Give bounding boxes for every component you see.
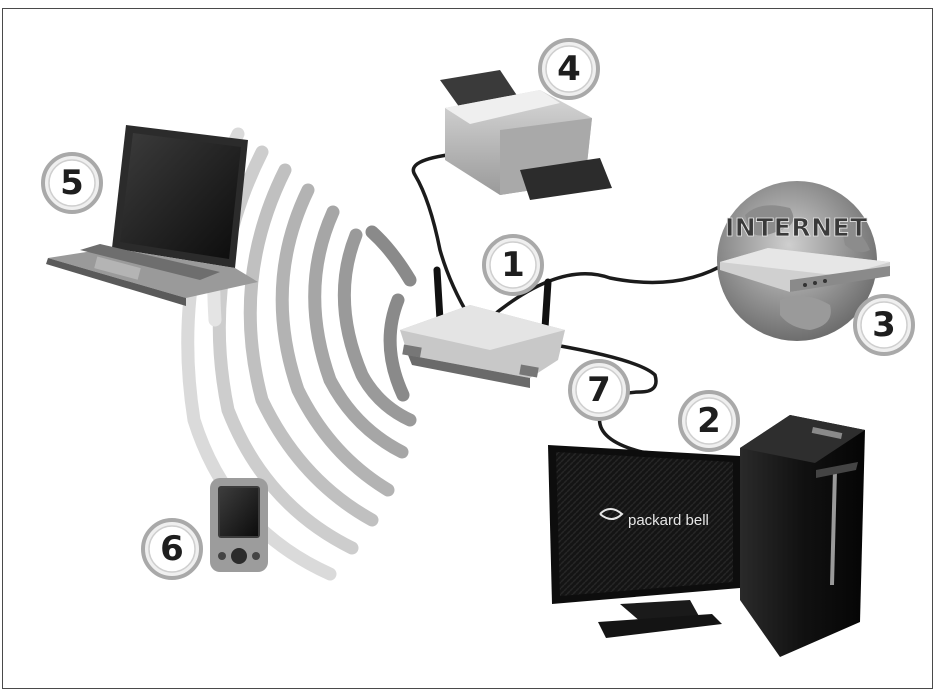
laptop-icon <box>46 125 258 306</box>
monitor-brand-text: packard bell <box>628 512 709 529</box>
label-number-7: 7 <box>587 370 611 410</box>
internet-text: INTERNET <box>725 213 868 242</box>
label-badge-laptop: 5 <box>41 152 103 214</box>
label-number-1: 1 <box>501 245 525 285</box>
label-number-5: 5 <box>60 163 84 203</box>
label-badge-printer: 4 <box>538 38 600 100</box>
label-number-6: 6 <box>160 529 184 569</box>
label-number-3: 3 <box>872 305 896 345</box>
label-badge-desktop-pc: 2 <box>678 390 740 452</box>
label-badge-pda: 6 <box>141 518 203 580</box>
router-icon <box>400 266 565 388</box>
label-badge-router: 1 <box>482 234 544 296</box>
pda-icon <box>210 478 268 572</box>
label-badge-cable: 7 <box>568 359 630 421</box>
desktop-monitor-icon: packard bell <box>548 445 740 638</box>
printer-cable <box>411 152 472 320</box>
modem-icon <box>720 248 890 292</box>
label-badge-internet: 3 <box>853 294 915 356</box>
label-number-4: 4 <box>557 49 581 89</box>
pc-tower-icon <box>740 415 865 657</box>
printer-icon <box>440 70 612 200</box>
label-number-2: 2 <box>697 401 721 441</box>
